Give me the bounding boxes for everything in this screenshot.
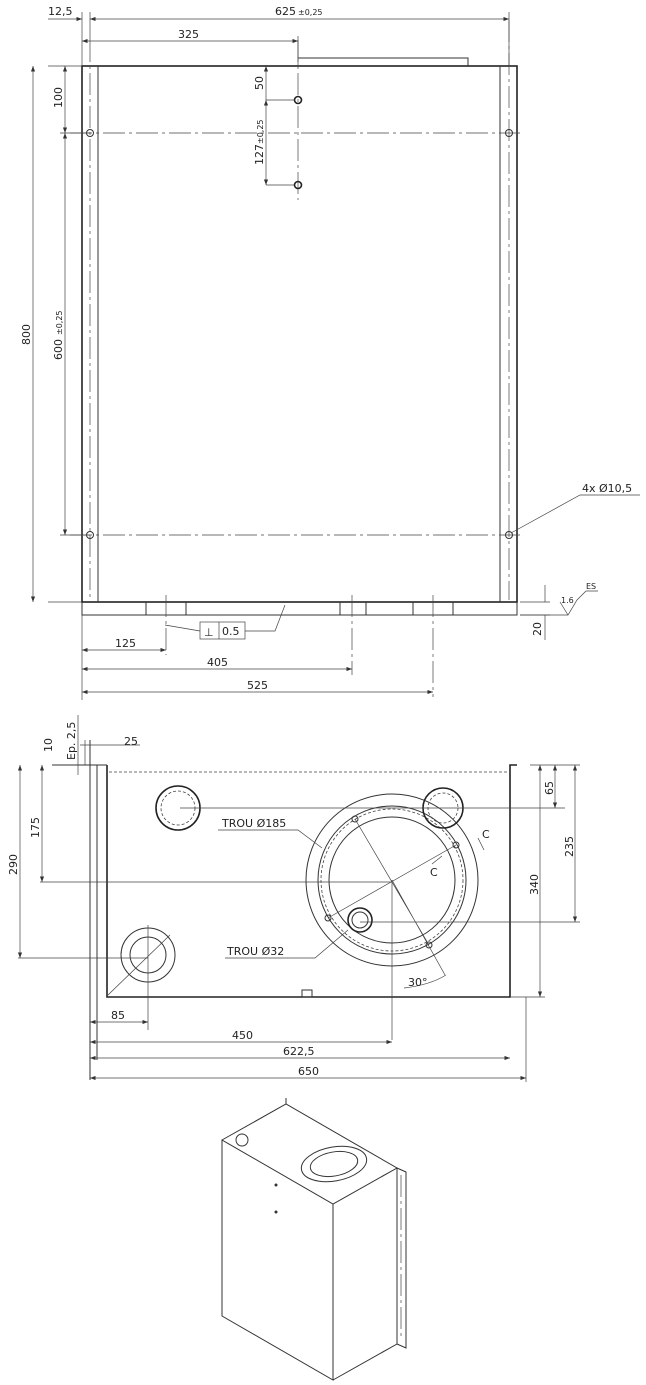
iso-top-face	[220, 1103, 399, 1205]
label-hole-185: TROU Ø185	[221, 817, 286, 830]
centerlines	[70, 20, 520, 600]
dim-235: 235	[563, 836, 576, 857]
dim-127-tol: ±0,25	[256, 119, 265, 144]
roughness-process: ES	[586, 582, 596, 591]
dim-600: 600	[52, 339, 65, 360]
mounting-holes	[86, 95, 513, 539]
dim-65: 65	[543, 781, 556, 795]
roughness-value: 1.6	[561, 596, 574, 605]
dim-20: 20	[531, 622, 544, 636]
perpendicularity-value: 0.5	[222, 625, 240, 638]
dim-175: 175	[29, 817, 42, 838]
dim-450: 450	[232, 1029, 253, 1042]
dim-650: 650	[298, 1065, 319, 1078]
perpendicularity-symbol: ⊥	[204, 626, 214, 639]
large-opening	[305, 793, 479, 1040]
iso-front-face	[221, 1140, 334, 1381]
dim-50: 50	[253, 76, 266, 90]
dim-10: 10	[42, 738, 55, 752]
section-label-c2: C	[482, 828, 490, 841]
tank-outline	[106, 764, 517, 998]
dim-600-tol: ±0,25	[55, 310, 64, 335]
dim-525: 525	[247, 679, 268, 692]
dim-125: 125	[115, 637, 136, 650]
dim-625-tol: ±0,25	[298, 8, 323, 17]
dim-290: 290	[7, 854, 20, 875]
dim-12-5: 12,5	[48, 5, 73, 18]
dim-325: 325	[178, 28, 199, 41]
dim-100: 100	[52, 87, 65, 108]
tolerance-frame	[199, 621, 246, 640]
flange-lines	[97, 57, 501, 602]
dim-thickness: Ep. 2,5	[65, 722, 78, 760]
dim-127: 127	[253, 144, 266, 165]
top-dimension-lines	[30, 12, 640, 700]
dim-622-5: 622,5	[283, 1045, 315, 1058]
top-view: 12,5 625 ±0,25 325 800 100 600 ±0,25 50 …	[20, 5, 640, 700]
label-hole-32: TROU Ø32	[226, 945, 284, 958]
fittings	[107, 785, 580, 1030]
dim-25: 25	[124, 735, 138, 748]
dim-85: 85	[111, 1009, 125, 1022]
bottom-dimension-lines	[17, 715, 580, 1082]
dim-405: 405	[207, 656, 228, 669]
dim-800: 800	[20, 324, 33, 345]
bottom-view: 10 Ep. 2,5 25 175 290 65 235 340 85 450 …	[7, 715, 580, 1082]
section-label-c1: C	[430, 866, 438, 879]
dim-625: 625	[275, 5, 296, 18]
hole-note: 4x Ø10,5	[582, 482, 632, 495]
bottom-bosses	[81, 595, 518, 697]
iso-side-face	[332, 1168, 398, 1381]
isometric-view	[220, 1098, 407, 1381]
plate-outline	[81, 65, 518, 603]
dim-340: 340	[528, 874, 541, 895]
angle-30: 30°	[408, 976, 428, 989]
